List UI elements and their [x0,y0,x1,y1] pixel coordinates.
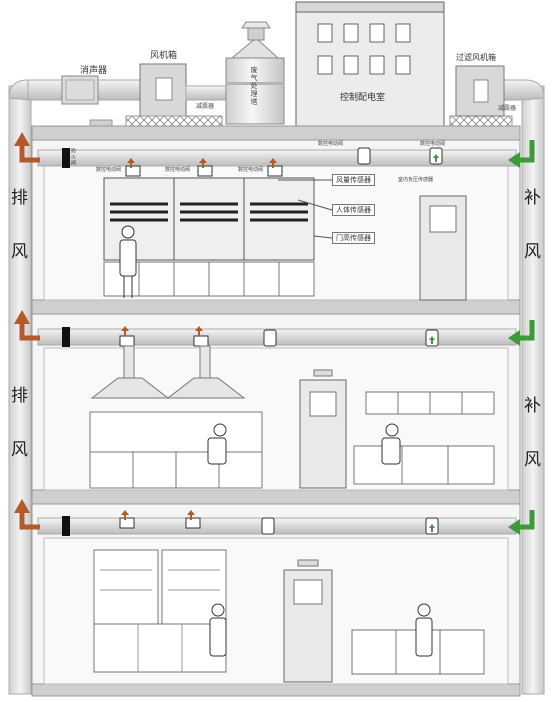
room-pressure-sensor-label: 室内负压传感器 [398,177,434,183]
valve-label: 数控电动阀 [238,167,264,173]
valve-label: 数控电动阀 [165,167,191,173]
airflow-sensor-callout: 风量传感器 [332,174,375,187]
exhaust-label-4: 风 [11,440,28,460]
valve-label: 数控电动阀 [420,141,446,147]
supply-label-4: 风 [524,450,541,470]
fan-box-label: 风机箱 [150,51,178,61]
exhaust-treatment-tower-label: 废气处理塔 [250,66,258,106]
valve-label: 数控电动阀 [318,141,344,147]
exhaust-label-2: 风 [11,242,28,262]
exhaust-label-3: 排 [11,386,28,406]
supply-label-3: 补 [524,396,541,416]
damper-right-label: 减震器 [498,105,517,112]
sash-sensor-callout: 门高传感器 [332,232,375,245]
body-sensor-callout: 人体传感器 [332,204,375,217]
supply-label-2: 风 [524,242,541,262]
fire-damper-label: 防火阀 [70,148,76,166]
control-room-label: 控制配电室 [340,93,386,103]
valve-label: 数控电动阀 [96,167,122,173]
filter-fan-box-label: 过滤风机箱 [456,53,496,62]
muffler-label: 消声器 [80,66,108,76]
supply-label-1: 补 [524,188,541,208]
exhaust-label-1: 排 [11,188,28,208]
damper-left-label: 减震器 [196,103,215,110]
